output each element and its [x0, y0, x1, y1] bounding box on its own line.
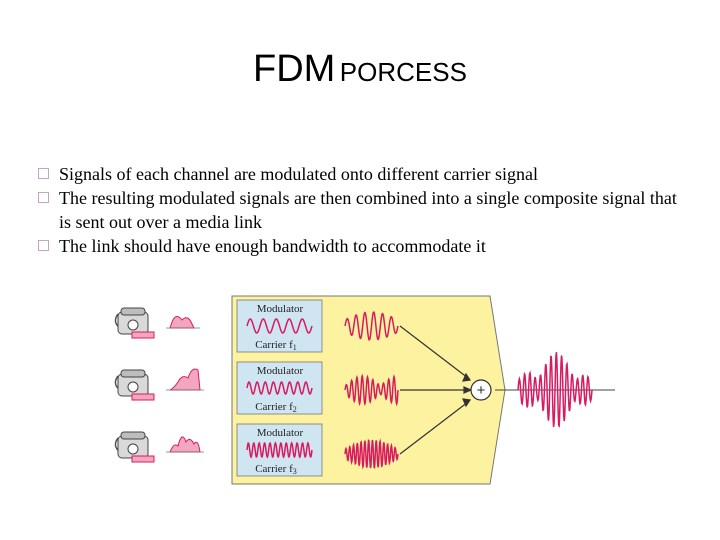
square-bullet-icon	[38, 192, 49, 203]
adder-symbol: +	[477, 382, 486, 399]
carrier-label: Carrier f2	[255, 401, 297, 414]
input-signal	[169, 368, 201, 391]
title-rest: PORCESS	[339, 57, 467, 87]
square-bullet-icon	[38, 240, 49, 251]
carrier-label: Carrier f1	[255, 339, 297, 352]
modulator-label: Modulator	[257, 427, 304, 439]
telephone-icon	[114, 307, 155, 339]
title-main: FDM	[253, 48, 336, 90]
bullet-item: Signals of each channel are modulated on…	[38, 162, 688, 186]
modulated-wave	[344, 373, 399, 407]
carrier-wave	[246, 381, 313, 395]
modulated-wave	[344, 311, 399, 341]
fdm-diagram: Modulator Carrier f1 Modulator Carrier f…	[114, 295, 615, 485]
bullet-list: Signals of each channel are modulated on…	[38, 162, 688, 258]
signal-arrows	[399, 325, 473, 455]
carrier-label: Carrier f3	[255, 463, 297, 476]
bullet-item: The link should have enough bandwidth to…	[38, 234, 688, 258]
slide-title: FDM PORCESS	[0, 48, 720, 91]
telephone-icon	[114, 431, 155, 463]
telephone-icon	[114, 369, 155, 401]
bullet-item: The resulting modulated signals are then…	[38, 186, 688, 234]
carrier-wave	[246, 318, 313, 334]
composite-wave	[517, 352, 593, 428]
input-signal	[169, 316, 195, 329]
adder-circle	[470, 379, 492, 401]
modulator-label: Modulator	[257, 365, 304, 377]
square-bullet-icon	[38, 168, 49, 179]
input-signal	[169, 436, 201, 453]
wave-layer	[246, 311, 593, 470]
modulated-wave	[344, 438, 399, 470]
channel-1: Modulator Carrier f1	[114, 299, 323, 353]
carrier-wave	[246, 441, 313, 459]
modulator-label: Modulator	[257, 303, 304, 315]
channel-3: Modulator Carrier f3	[114, 423, 323, 477]
